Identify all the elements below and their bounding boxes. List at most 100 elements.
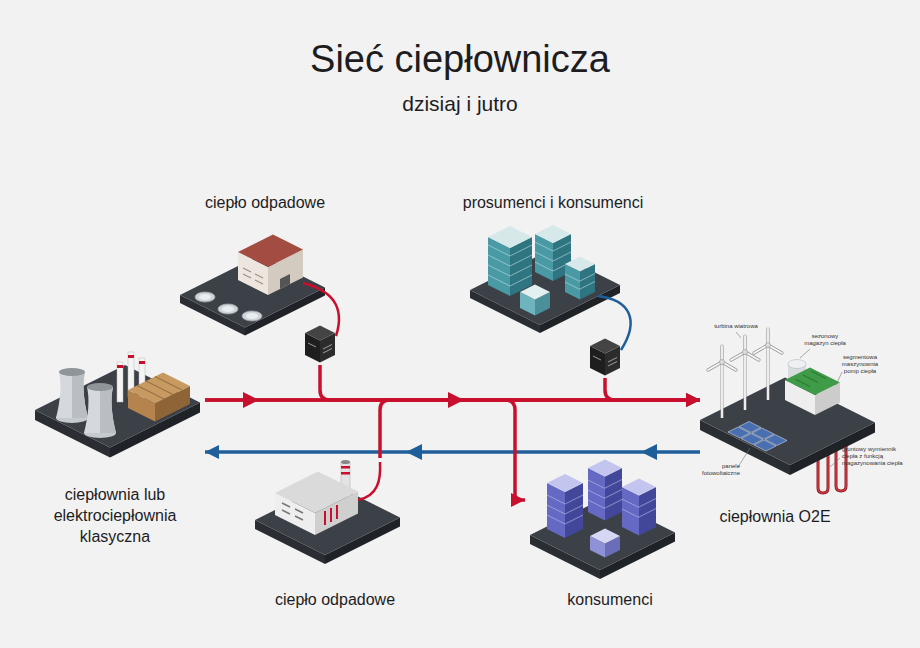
waste-heat-plant-top xyxy=(242,311,262,321)
consumer-buildings xyxy=(622,479,656,496)
heat-exchanger xyxy=(590,339,620,376)
o2e-heating-plant xyxy=(743,350,748,355)
return-pipe xyxy=(205,450,700,454)
callout-leader xyxy=(800,349,810,358)
flow-arrow xyxy=(243,392,657,460)
waste-heat-plant-bottom xyxy=(341,460,350,464)
prosumer-buildings xyxy=(488,226,532,248)
node-label: ciepło odpadowe xyxy=(275,590,395,611)
consumer-buildings xyxy=(588,460,622,477)
o2e-heating-plant xyxy=(722,345,768,418)
illustration-node: ciepłownia lub elektrociepłownia klasycz… xyxy=(30,345,205,463)
consumer-buildings xyxy=(547,495,583,524)
supply-pipe xyxy=(605,378,700,400)
waste-heat-plant-top xyxy=(238,235,303,268)
waste-heat-plant-top xyxy=(222,306,234,312)
illustration-node: prosumenci i konsumenci xyxy=(465,215,660,378)
classic-heating-plant xyxy=(139,361,145,364)
classic-heating-plant xyxy=(72,372,88,418)
o2e-heating-plant xyxy=(785,368,840,396)
consumer-buildings xyxy=(639,487,656,536)
callout-text: sezonowy magazyn ciepła xyxy=(800,333,850,347)
waste-heat-plant-top xyxy=(280,274,290,289)
callout-text: segmentowa maszynownia pomp ciepła xyxy=(838,354,882,375)
waste-heat-plant-bottom xyxy=(282,503,303,520)
o2e-heating-plant xyxy=(795,371,826,387)
node-label: konsumenci xyxy=(567,590,652,611)
consumer-buildings xyxy=(530,460,675,580)
prosumer-buildings xyxy=(565,274,595,290)
waste-heat-plant-top xyxy=(199,294,211,300)
consumer-buildings xyxy=(547,474,583,492)
classic-heating-plant xyxy=(59,368,85,376)
heat-exchanger xyxy=(305,326,335,363)
waste-heat-plant-bottom xyxy=(341,466,350,469)
waste-heat-plant-top xyxy=(218,304,238,314)
consumer-buildings xyxy=(588,480,622,509)
callout-leader xyxy=(736,332,741,338)
flow-arrow xyxy=(243,392,259,408)
heat-exchanger xyxy=(308,343,332,353)
o2e-heating-plant xyxy=(766,343,771,348)
diagram-title: Sieć ciepłownicza xyxy=(0,38,920,82)
o2e-heating-plant xyxy=(708,329,782,370)
flow-arrow xyxy=(641,444,657,460)
classic-heating-plant xyxy=(117,362,123,402)
callout-text: gruntowy wymiennik ciepła z funkcją maga… xyxy=(842,446,910,467)
classic-heating-plant xyxy=(128,373,190,404)
callout-leader xyxy=(836,372,842,385)
o2e-heating-plant xyxy=(765,435,787,446)
classic-heating-plant xyxy=(117,365,123,368)
heat-exchanger xyxy=(593,356,617,366)
heat-exchanger xyxy=(590,339,620,354)
consumer-buildings xyxy=(565,483,583,538)
diagram-subtitle: dzisiaj i jutro xyxy=(402,92,518,116)
waste-heat-plant-bottom xyxy=(341,472,350,475)
flow-arrow xyxy=(406,444,422,460)
callout-text: turbina wiatrowa xyxy=(714,323,758,330)
illustration-node: konsumenci xyxy=(525,458,680,582)
waste-heat-plant-top xyxy=(180,235,325,336)
callout-leader xyxy=(736,332,842,467)
callout-leader xyxy=(830,458,840,467)
o2e-heating-plant xyxy=(720,360,725,365)
classic-heating-plant xyxy=(84,387,116,433)
waste-heat-plant-top xyxy=(246,313,258,319)
supply-pipe xyxy=(320,365,700,400)
consumer-buildings xyxy=(622,499,656,518)
o2e-heating-plant xyxy=(708,329,782,370)
waste-heat-plant-top xyxy=(243,268,263,284)
consumer-buildings xyxy=(622,487,639,536)
prosumer-buildings xyxy=(488,245,532,286)
classic-heating-plant xyxy=(128,355,134,358)
node-label: ciepłownia O2E xyxy=(719,507,830,528)
consumer-buildings xyxy=(590,529,620,544)
o2e-heating-plant xyxy=(788,360,806,369)
o2e-heating-plant xyxy=(722,345,768,418)
heat-exchanger xyxy=(305,326,335,341)
classic-heating-plant xyxy=(137,377,182,400)
node-label: ciepło odpadowe xyxy=(205,193,325,214)
illustration-node: ciepło odpadowe xyxy=(250,458,405,568)
supply-pipe xyxy=(205,400,525,500)
waste-heat-plant-bottom xyxy=(325,505,337,525)
illustration-node: ciepło odpadowe xyxy=(176,232,350,365)
consumer-buildings xyxy=(547,483,565,538)
classic-heating-plant xyxy=(56,372,88,418)
waste-heat-plant-bottom xyxy=(255,460,400,564)
waste-heat-plant-top xyxy=(195,292,215,302)
prosumer-buildings xyxy=(520,285,550,300)
flow-arrow xyxy=(448,392,464,408)
waste-heat-plant-bottom xyxy=(275,472,358,514)
heat-wire xyxy=(358,462,380,500)
node-label: prosumenci i konsumenci xyxy=(463,193,644,214)
prosumer-buildings xyxy=(470,225,620,333)
node-label: ciepłownia lub elektrociepłownia klasycz… xyxy=(54,485,177,547)
callout-text: panele fotowoltaiczne xyxy=(692,463,740,477)
classic-heating-plant xyxy=(35,352,200,458)
classic-heating-plant xyxy=(100,387,116,433)
prosumer-buildings xyxy=(535,225,571,243)
classic-heating-plant xyxy=(87,383,113,391)
prosumer-buildings xyxy=(565,257,595,272)
